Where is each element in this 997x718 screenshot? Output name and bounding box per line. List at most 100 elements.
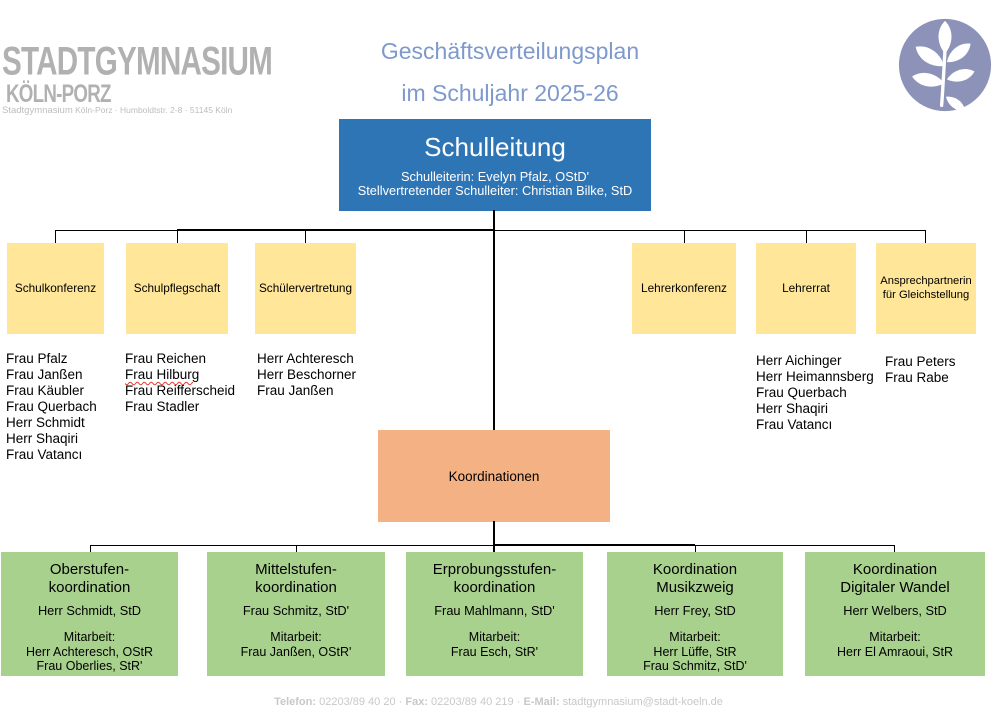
- member: Herr Heimannsberg: [756, 369, 874, 384]
- mitarbeit-label: Mitarbeit:: [869, 630, 921, 644]
- member: Frau Janßen: [257, 383, 334, 398]
- schulleiterin-line: Schulleiterin: Evelyn Pfalz, OStD': [400, 168, 590, 184]
- member: Frau Querbach: [6, 399, 97, 414]
- gremium-label: Schulkonferenz: [14, 280, 97, 295]
- koordination-title: Erprobungsstufen-koordination: [433, 561, 556, 596]
- koordination-title: Mittelstufen-koordination: [255, 561, 337, 596]
- koordination-lead: Frau Mahlmann, StD': [434, 603, 555, 618]
- email-address: stadtgymnasium@stadt-koeln.de: [562, 696, 723, 708]
- gremium-label: Schulpflegschaft: [133, 280, 221, 295]
- connector-drop: [296, 545, 297, 552]
- connector-drop: [695, 545, 696, 552]
- koordination-title-line1: Mittelstufen-: [255, 561, 337, 578]
- gremium-box-schulkonferenz: Schulkonferenz: [7, 243, 104, 334]
- member: Frau Reifferscheid: [125, 383, 236, 398]
- koordination-lead: Herr Schmidt, StD: [37, 603, 142, 618]
- member: Herr Shaqiri: [6, 431, 79, 446]
- koordination-box-oberstufe: Oberstufen-koordination Herr Schmidt, St…: [1, 552, 178, 676]
- koordination-title-line2: Musikzweig: [656, 578, 734, 596]
- page-title-line2: im Schuljahr 2025-26: [401, 80, 619, 106]
- connector-drop: [806, 230, 807, 243]
- mitarbeit-label: Mitarbeit:: [468, 630, 521, 644]
- gremium-box-lehrerkonferenz: Lehrerkonferenz: [632, 243, 736, 334]
- member: Frau Käubler: [6, 383, 85, 398]
- connector-drop: [925, 230, 926, 243]
- school-logo-city: KÖLN-PORZ: [6, 80, 111, 108]
- member: Frau Vatancı: [6, 447, 83, 462]
- connector-drop: [894, 545, 895, 552]
- connector-drop: [90, 545, 91, 552]
- connector-stem-bottom: [493, 521, 495, 552]
- koordination-title-line1: Koordination: [852, 561, 938, 578]
- koordination-box-erprobungsstufe: Erprobungsstufen-koordination Frau Mahlm…: [406, 552, 583, 676]
- lehrerrat-members: Herr Aichinger Herr Heimannsberg Frau Qu…: [756, 353, 874, 433]
- gremium-box-gleichstellung: Ansprechpartnerin für Gleichstellung: [876, 243, 976, 334]
- footer-contact: Telefon: 02203/89 40 20 · Fax: 02203/89 …: [0, 696, 997, 708]
- mitarbeit-member: Herr Achteresch, OStR: [25, 644, 154, 659]
- member: Frau Peters: [885, 354, 956, 369]
- page-title-line1: Geschäftsverteilungsplan: [380, 38, 640, 64]
- connector-drop: [305, 230, 306, 243]
- mitarbeit-member: Herr Lüffe, StR: [653, 644, 737, 659]
- member: Herr Shaqiri: [756, 401, 829, 416]
- connector-drop: [177, 230, 178, 243]
- stellvertreter-line: Stellvertretender Schulleiter: Christian…: [357, 183, 633, 198]
- koordination-lead: Herr Frey, StD: [654, 603, 736, 618]
- fax-number: 02203/89 40 219: [431, 696, 514, 708]
- school-address-rest: Köln-Porz · Humboldtstr. 2-8 · 51145 Köl…: [72, 105, 233, 115]
- gremium-label: Ansprechpartnerin für Gleichstellung: [880, 275, 972, 301]
- connector-hline-bottom-a: [90, 545, 494, 546]
- koordination-lead: Herr Welbers, StD: [843, 603, 947, 618]
- schulleitung-title: Schulleitung: [424, 131, 566, 162]
- connector-hline-bottom-b: [494, 544, 695, 546]
- member: Herr Beschorner: [257, 367, 357, 382]
- gremium-label: Schülervertretung: [258, 280, 353, 295]
- gremium-box-schulpflegschaft: Schulpflegschaft: [126, 243, 228, 334]
- koordination-title-line1: Erprobungsstufen-: [432, 561, 557, 578]
- gremium-box-lehrerrat: Lehrerrat: [756, 243, 856, 334]
- connector-hline-top-a: [55, 230, 177, 231]
- mitarbeit-label: Mitarbeit:: [63, 630, 116, 644]
- fax-label: Fax:: [405, 696, 428, 708]
- member: Frau Vatancı: [756, 417, 833, 432]
- school-address: Stadtgymnasium Köln-Porz · Humboldtstr. …: [2, 105, 232, 116]
- connector-stem-top: [493, 210, 495, 230]
- connector-hline-bottom-c: [695, 545, 894, 546]
- telefon-number: 02203/89 40 20: [319, 696, 396, 708]
- koordination-title-line2: koordination: [453, 578, 536, 596]
- member: Herr Achteresch: [257, 351, 354, 366]
- school-address-name: Stadtgymnasium: [2, 105, 73, 116]
- mitarbeit-member: Frau Oberlies, StR': [36, 659, 143, 673]
- koordinationen-label: Koordinationen: [448, 468, 540, 484]
- member: Frau Reichen: [125, 351, 207, 366]
- gremium-box-schuelervertretung: Schülervertretung: [255, 243, 356, 334]
- member: Herr Aichinger: [756, 353, 842, 368]
- koordination-title-line2: koordination: [48, 578, 131, 596]
- schulkonferenz-members: Frau Pfalz Frau Janßen Frau Käubler Frau…: [6, 351, 97, 463]
- koordination-mitarbeit: Mitarbeit:Frau Esch, StR': [451, 630, 538, 659]
- mitarbeit-label: Mitarbeit:: [270, 630, 322, 644]
- koordination-title-line2: Digitaler Wandel: [840, 578, 950, 596]
- schulpflegschaft-members: Frau Reichen Frau Hilburg Frau Reiffersc…: [125, 351, 235, 415]
- gremium-label: Lehrerrat: [782, 280, 830, 295]
- mitarbeit-member: Herr El Amraoui, StR: [836, 644, 953, 659]
- member: Frau Querbach: [756, 385, 847, 400]
- schulleitung-box: Schulleitung Schulleiterin: Evelyn Pfalz…: [339, 119, 651, 211]
- member: Frau Janßen: [6, 367, 83, 382]
- connector-drop: [684, 230, 685, 243]
- mitarbeit-member: Frau Schmitz, StD': [643, 659, 747, 673]
- school-logo-name: STADTGYMNASIUM: [2, 40, 273, 85]
- footer-separator: ·: [398, 696, 403, 708]
- koordination-title-line1: Oberstufen-: [49, 561, 130, 578]
- leaf-emblem-icon: [898, 18, 992, 113]
- koordination-mitarbeit: Mitarbeit:Frau Janßen, OStR': [241, 630, 352, 659]
- email-label: E-Mail:: [523, 696, 560, 708]
- member: Herr Schmidt: [6, 415, 85, 430]
- connector-hline-top-b: [177, 229, 494, 231]
